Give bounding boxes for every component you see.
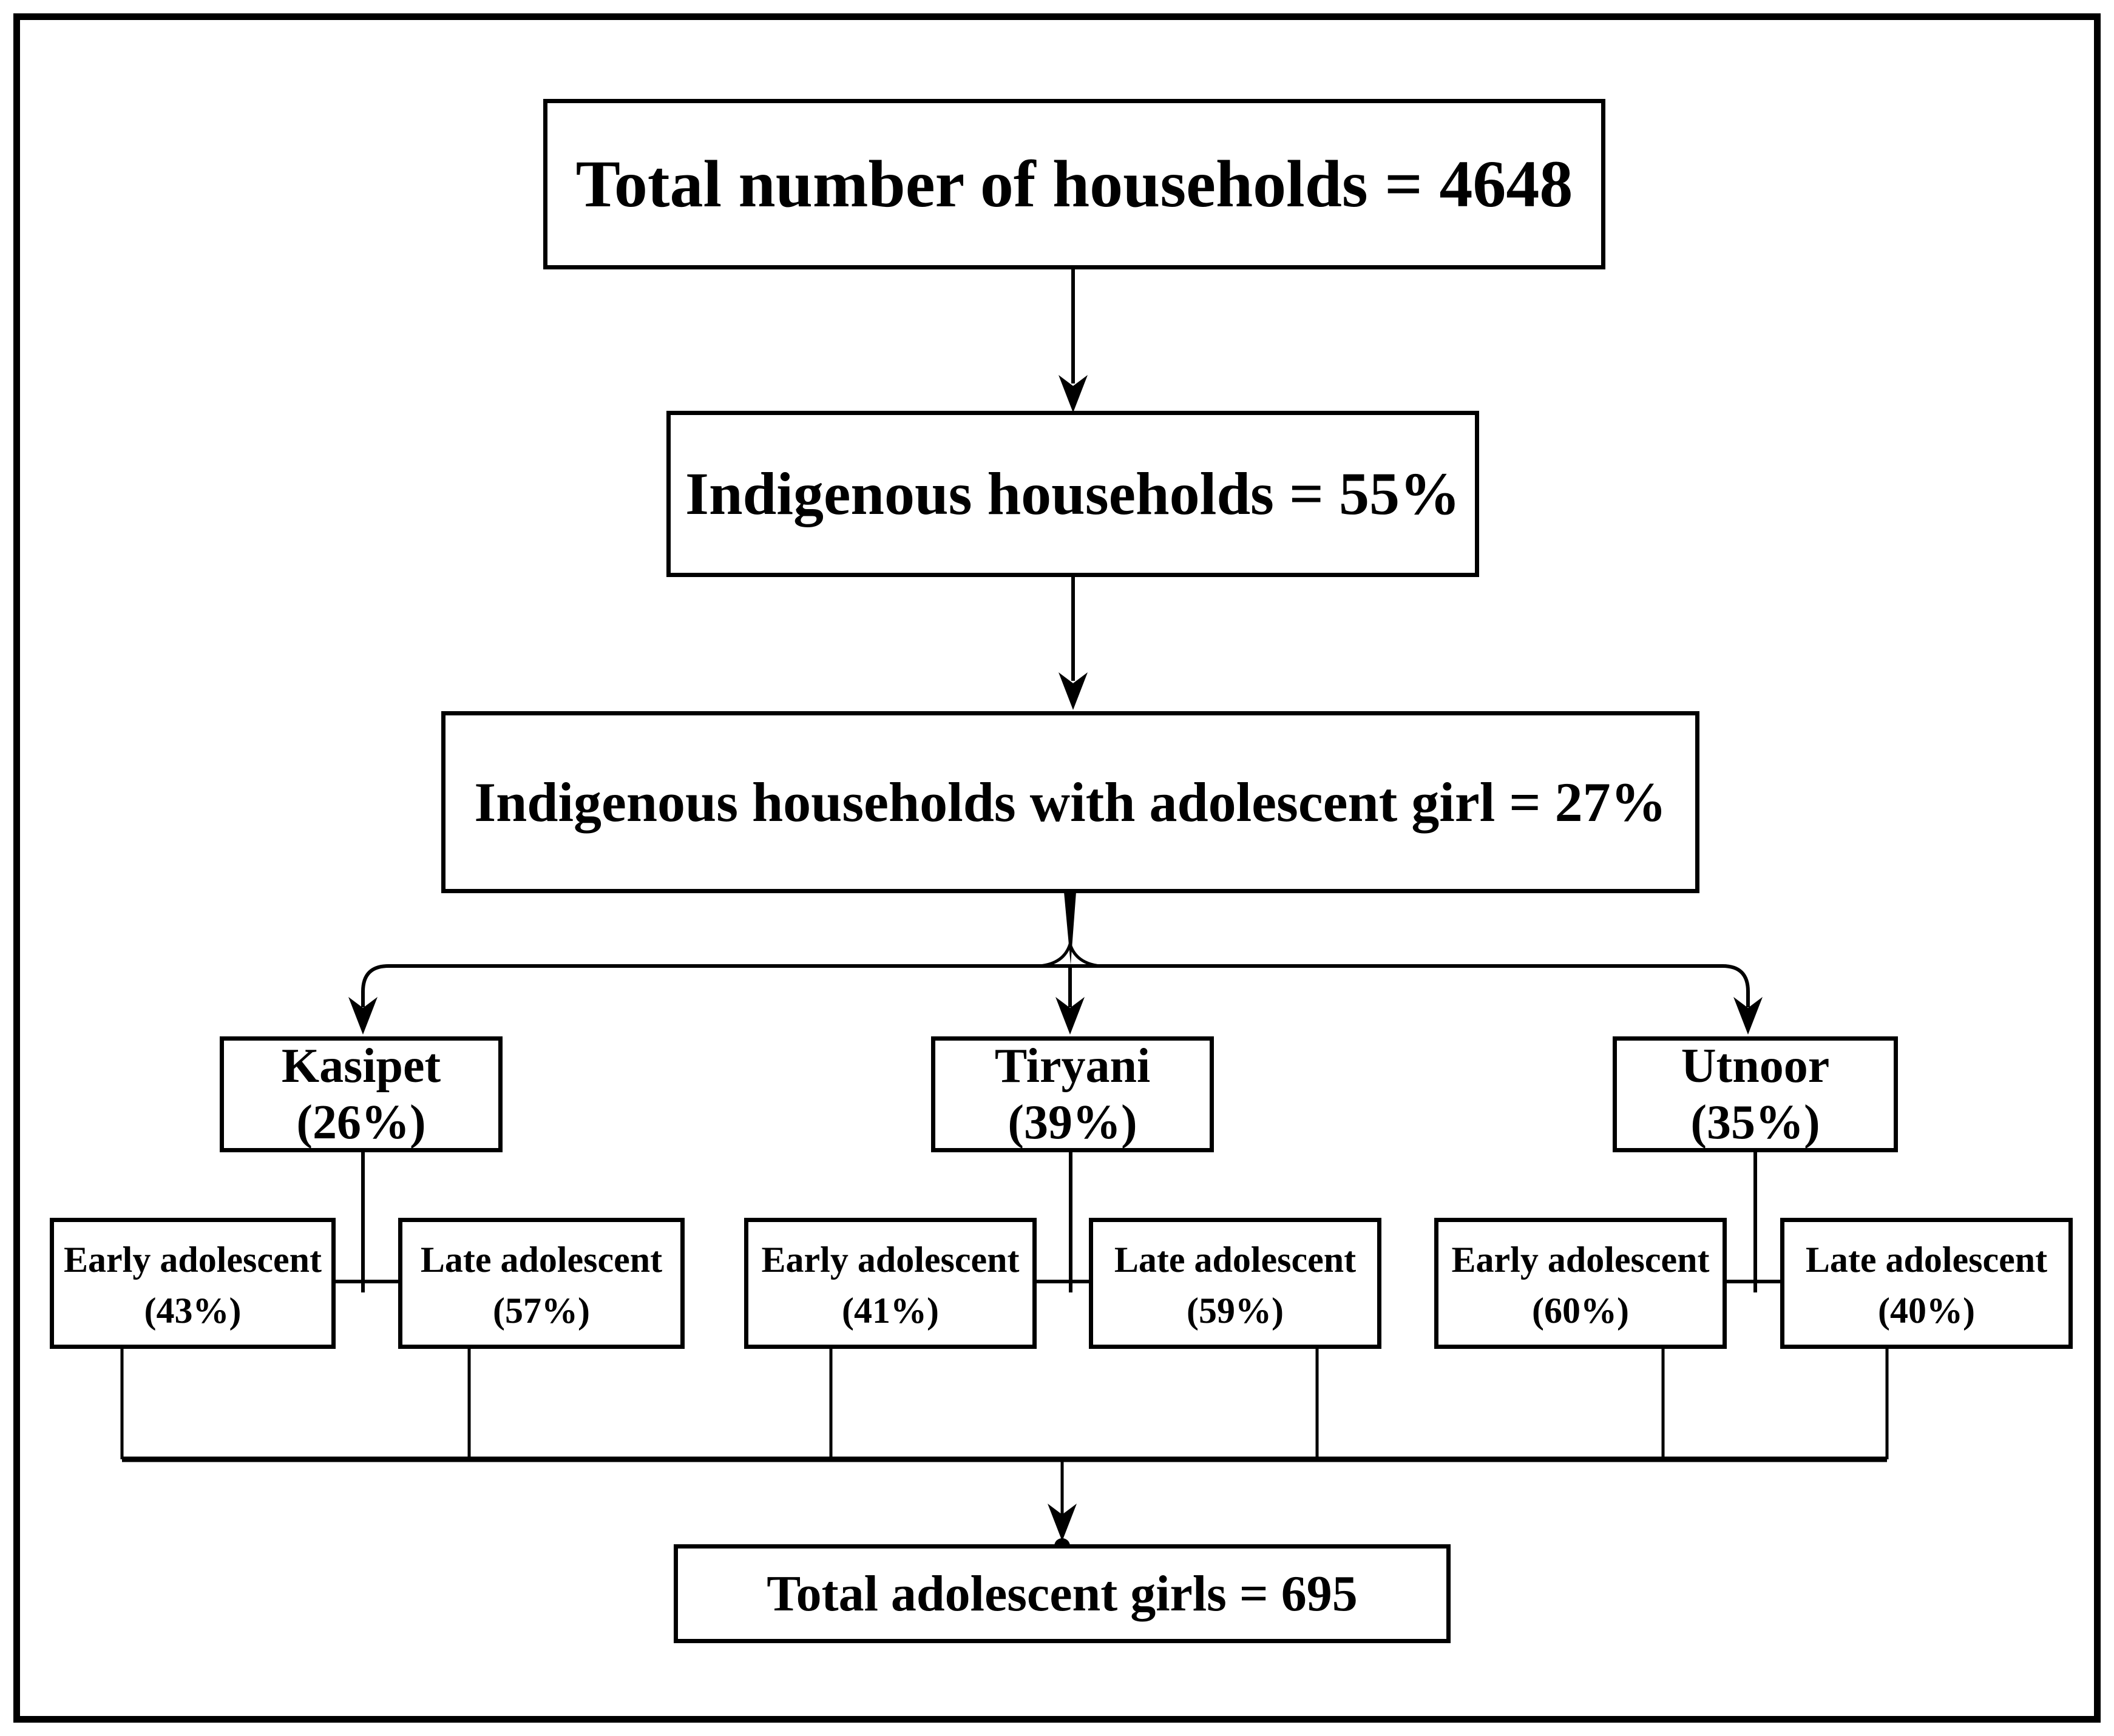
node-kasipet-late-percent: (57%): [493, 1291, 590, 1331]
node-utnoor-early-percent: (60%): [1532, 1291, 1629, 1331]
node-total-adolescent-girls: Total adolescent girls = 695: [674, 1544, 1451, 1643]
node-kasipet-percent: (26%): [296, 1095, 426, 1149]
node-kasipet-early-adolescent: Early adolescent (43%): [50, 1218, 336, 1349]
node-utnoor-late-percent: (40%): [1878, 1291, 1975, 1331]
arrowhead-to-utnoor: [1733, 997, 1763, 1035]
node-kasipet-early-percent: (43%): [144, 1291, 242, 1331]
node-kasipet: Kasipet (26%): [220, 1036, 503, 1152]
node-utnoor-late-name: Late adolescent: [1805, 1240, 2048, 1280]
node-tiryani-early-percent: (41%): [842, 1291, 939, 1331]
node-indigenous-households-adolescent-girl: Indigenous households with adolescent gi…: [441, 711, 1699, 893]
node-kasipet-early-name: Early adolescent: [64, 1240, 322, 1280]
node-tiryani-late-percent: (59%): [1187, 1291, 1284, 1331]
node-kasipet-name: Kasipet: [281, 1039, 441, 1093]
node-indigenous-households-adolescent-girl-label: Indigenous households with adolescent gi…: [474, 771, 1667, 833]
node-utnoor: Utnoor (35%): [1613, 1036, 1898, 1152]
node-tiryani-early-name: Early adolescent: [761, 1240, 1020, 1280]
arrowhead-to-total-girls: [1048, 1504, 1077, 1541]
node-tiryani-late-name: Late adolescent: [1114, 1240, 1357, 1280]
node-tiryani-late-adolescent: Late adolescent (59%): [1089, 1218, 1381, 1349]
node-tiryani: Tiryani (39%): [931, 1036, 1214, 1152]
node-total-adolescent-girls-label: Total adolescent girls = 695: [767, 1565, 1358, 1622]
branch-thick-stem: [1064, 892, 1076, 965]
arrowhead-to-indigenous: [1059, 375, 1088, 413]
node-utnoor-early-name: Early adolescent: [1451, 1240, 1710, 1280]
node-utnoor-percent: (35%): [1690, 1095, 1820, 1149]
node-kasipet-late-adolescent: Late adolescent (57%): [398, 1218, 685, 1349]
node-tiryani-early-adolescent: Early adolescent (41%): [744, 1218, 1037, 1349]
page-border: [13, 13, 2101, 1723]
node-tiryani-name: Tiryani: [994, 1039, 1151, 1093]
node-utnoor-early-adolescent: Early adolescent (60%): [1434, 1218, 1727, 1349]
node-indigenous-households: Indigenous households = 55%: [666, 411, 1479, 577]
node-kasipet-late-name: Late adolescent: [420, 1240, 663, 1280]
node-utnoor-late-adolescent: Late adolescent (40%): [1780, 1218, 2073, 1349]
branch-bus-line: [361, 964, 1750, 1007]
arrowhead-to-tiryani: [1055, 997, 1085, 1035]
node-total-households-label: Total number of households = 4648: [575, 146, 1573, 221]
arrowhead-to-kasipet: [348, 997, 378, 1035]
node-tiryani-percent: (39%): [1008, 1095, 1137, 1149]
arrowhead-to-adolescent: [1059, 672, 1088, 710]
node-indigenous-households-label: Indigenous households = 55%: [685, 460, 1460, 527]
node-total-households: Total number of households = 4648: [543, 99, 1605, 269]
node-utnoor-name: Utnoor: [1681, 1039, 1830, 1093]
